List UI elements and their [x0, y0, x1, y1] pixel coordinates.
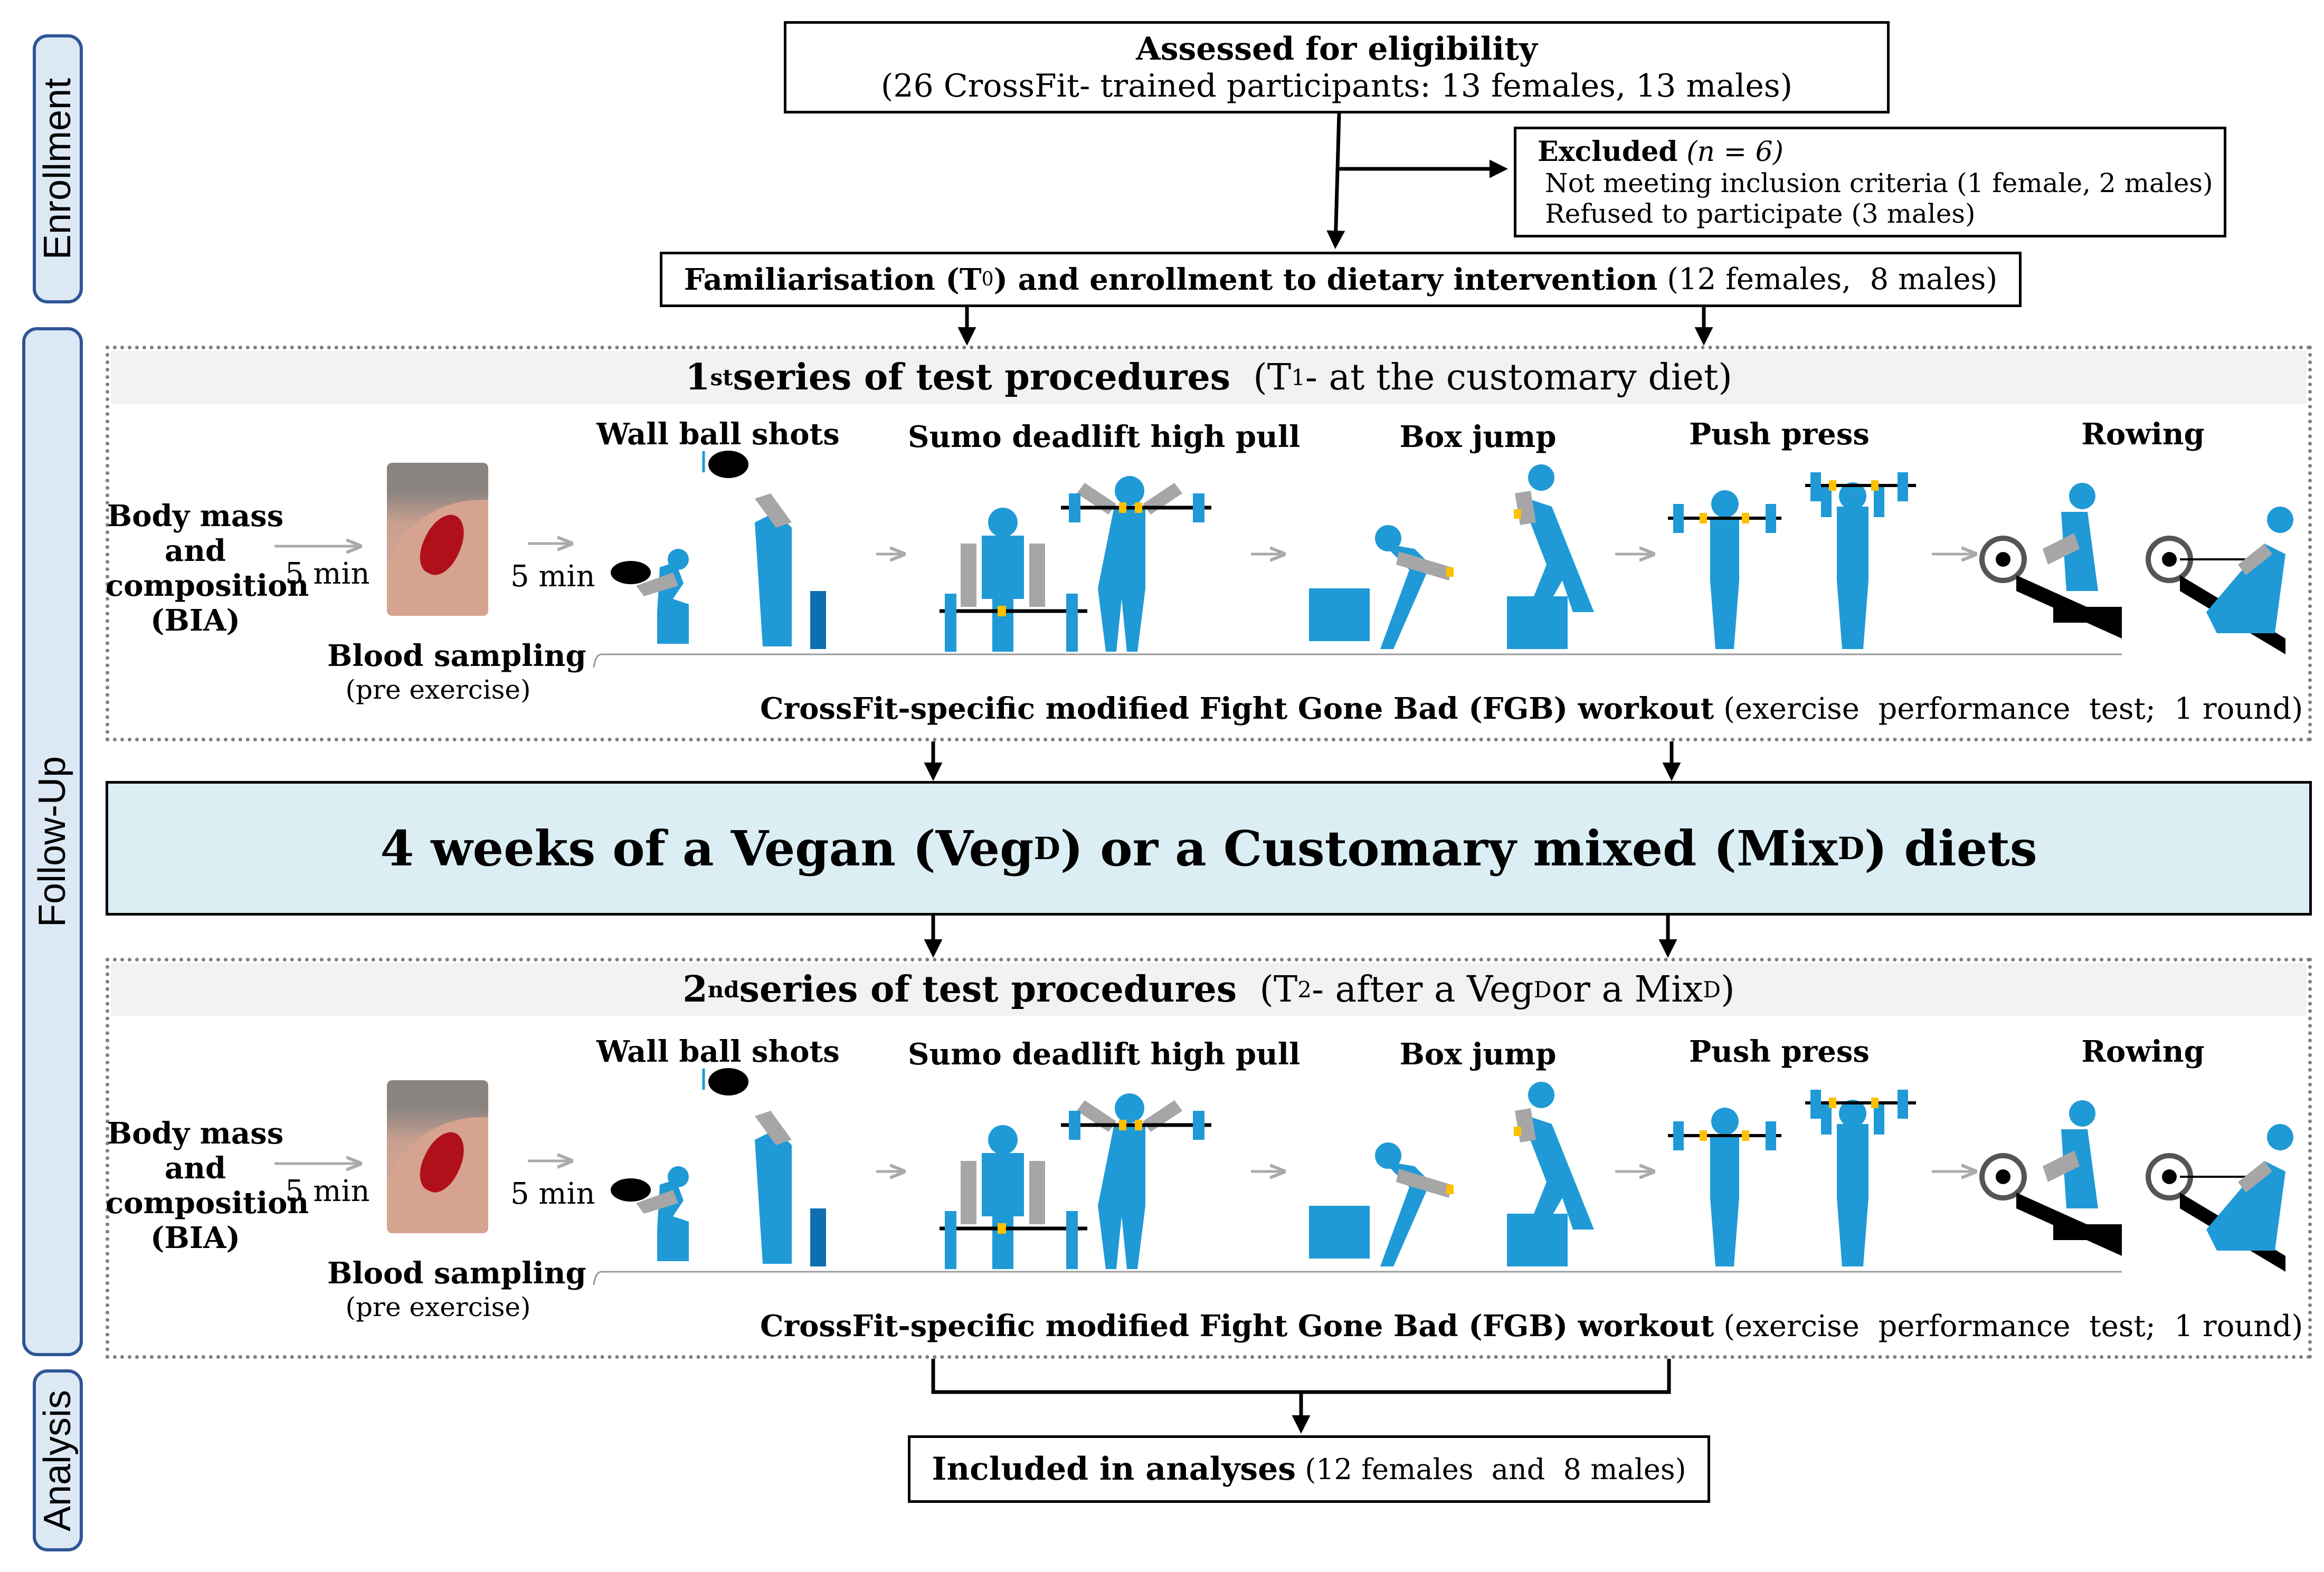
stage-tab-analysis: Analysis — [33, 1369, 83, 1551]
excluded-n: (n = 6) — [1686, 136, 1784, 168]
interval-label-2: 5 min — [510, 559, 595, 594]
diet-sub-1: D — [1033, 830, 1060, 866]
series-2-detail-c: or a Mix — [1551, 968, 1703, 1011]
interval-label-1: 5 min — [285, 1174, 370, 1208]
analysis-box: Included in analyses (12 females and 8 m… — [908, 1435, 1710, 1503]
excluded-reason-2: Refused to participate (3 males) — [1545, 198, 1976, 229]
body-mass-line: (BIA) — [150, 603, 240, 638]
excluded-title: Excluded — [1538, 135, 1678, 168]
series-1-detail-a: (T — [1253, 356, 1292, 398]
diet-text-c: ) diets — [1864, 820, 2037, 877]
analysis-title: Included in analyses — [932, 1451, 1296, 1488]
series-2-panel — [106, 958, 2312, 1359]
series-2-num: 2 — [682, 968, 708, 1011]
exercise-label: Wall ball shots — [596, 417, 840, 452]
series-2-detail-d: ) — [1721, 968, 1735, 1011]
exercise-label: Push press — [1689, 1034, 1870, 1069]
workout-title: CrossFit-specific modified Fight Gone Ba… — [760, 691, 1714, 726]
series-1-panel — [106, 346, 2312, 741]
series-2-detail-a: (T — [1259, 968, 1298, 1011]
blood-sample-image — [387, 1080, 488, 1233]
series-2-title: series of test procedures — [739, 968, 1237, 1011]
stage-tab-enrollment: Enrollment — [33, 34, 83, 303]
series-2-sub-3: D — [1703, 976, 1721, 1003]
series-2-sup: nd — [707, 976, 739, 1003]
body-mass-line: composition — [106, 568, 309, 603]
blood-label: Blood sampling — [327, 1256, 586, 1291]
stage-label: Analysis — [36, 1389, 79, 1531]
familiarisation-label-a: Familiarisation (T — [684, 262, 982, 297]
body-mass-line: composition — [106, 1186, 309, 1221]
exercise-label: Rowing — [2081, 1034, 2205, 1069]
body-mass-label: Body mass and composition (BIA) — [106, 1116, 309, 1255]
exercise-label: Rowing — [2081, 417, 2205, 452]
series-1-sup: st — [710, 364, 733, 390]
exercise-label: Box jump — [1399, 1037, 1557, 1072]
familiarisation-sub: 0 — [981, 269, 994, 290]
eligibility-detail: (26 CrossFit- trained participants: 13 f… — [880, 67, 1793, 104]
stage-tab-follow-up: Follow-Up — [22, 327, 83, 1356]
series-1-detail-b: - at the customary diet) — [1305, 356, 1732, 398]
excluded-box: Excluded (n = 6) Not meeting inclusion c… — [1514, 127, 2226, 237]
blood-note: (pre exercise) — [345, 674, 531, 705]
exercise-label: Box jump — [1399, 420, 1557, 454]
interval-label-1: 5 min — [285, 557, 370, 591]
excluded-reason-1: Not meeting inclusion criteria (1 female… — [1545, 167, 2213, 198]
series-2-sub: 2 — [1297, 976, 1312, 1003]
workout-label: CrossFit-specific modified Fight Gone Ba… — [760, 1309, 2303, 1344]
body-mass-line: and — [164, 1151, 226, 1186]
analysis-detail: (12 females and 8 males) — [1296, 1452, 1686, 1486]
eligibility-title: Assessed for eligibility — [1136, 30, 1538, 68]
body-mass-line: Body mass — [107, 499, 284, 533]
blood-note: (pre exercise) — [345, 1292, 531, 1322]
body-mass-line: and — [164, 533, 226, 568]
exercise-label: Sumo deadlift high pull — [908, 420, 1301, 454]
series-2-detail-b: - after a Veg — [1311, 968, 1534, 1011]
excluded-title-line: Excluded (n = 6) — [1538, 136, 1784, 168]
procedure-row-2: Body mass and composition (BIA) 5 min 5 … — [0, 617, 2324, 1398]
interval-label-2: 5 min — [510, 1177, 595, 1211]
exercise-label: Push press — [1689, 417, 1870, 452]
exercise-label: Sumo deadlift high pull — [908, 1037, 1301, 1072]
series-1-num: 1 — [685, 356, 710, 398]
diet-text-a: 4 weeks of a Vegan (Veg — [380, 820, 1034, 877]
diet-text-b: ) or a Customary mixed (Mix — [1060, 820, 1838, 877]
workout-label: CrossFit-specific modified Fight Gone Ba… — [760, 691, 2303, 726]
diet-sub-2: D — [1837, 830, 1864, 866]
eligibility-box: Assessed for eligibility (26 CrossFit- t… — [784, 21, 1890, 113]
workout-detail: (exercise performance test; 1 round) — [1714, 692, 2303, 726]
series-1-sub: 1 — [1291, 364, 1305, 390]
exercise-label: Wall ball shots — [596, 1034, 840, 1069]
workout-detail: (exercise performance test; 1 round) — [1714, 1309, 2303, 1344]
body-mass-line: Body mass — [107, 1116, 284, 1151]
series-1-title: series of test procedures — [733, 356, 1230, 398]
series-2-sub-2: D — [1533, 976, 1552, 1003]
blood-sample-image — [387, 463, 488, 616]
body-mass-line: (BIA) — [150, 1221, 240, 1255]
workout-title: CrossFit-specific modified Fight Gone Ba… — [760, 1309, 1714, 1344]
familiarisation-label-b: ) and enrollment to dietary intervention — [993, 262, 1658, 297]
familiarisation-detail: (12 females, 8 males) — [1657, 262, 1998, 297]
